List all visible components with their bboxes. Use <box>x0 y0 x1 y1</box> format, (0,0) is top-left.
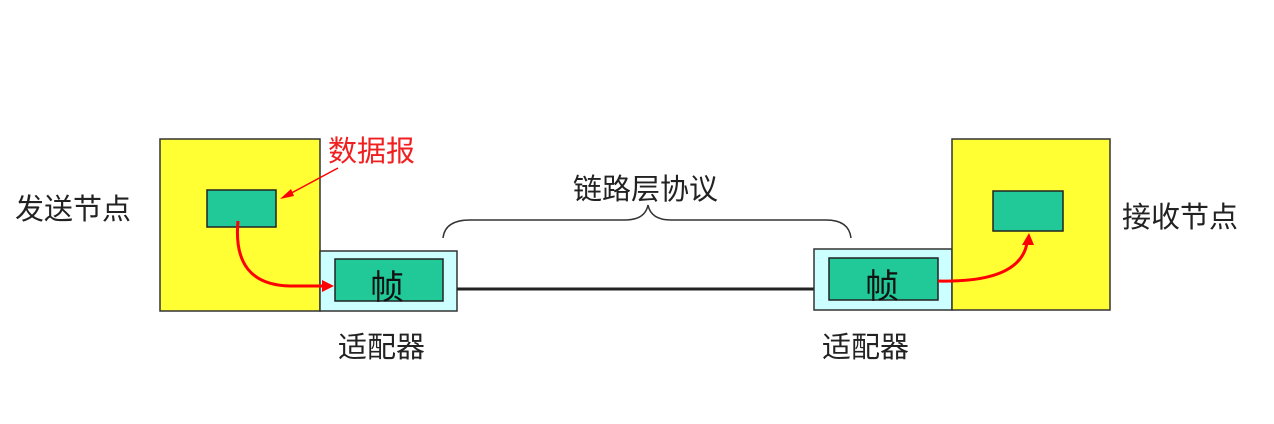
receiver-label: 接收节点 <box>1122 200 1239 234</box>
right-adapter-label: 适配器 <box>822 330 910 364</box>
receiver-datagram-box <box>992 190 1064 232</box>
datagram-label: 数据报 <box>328 134 416 168</box>
datagram-pointer-arrow <box>283 167 339 198</box>
receive-arrowhead <box>1022 233 1034 245</box>
datagram-pointer-arrowhead <box>280 189 294 199</box>
right-frame-label: 帧 <box>865 267 899 307</box>
left-adapter-label: 适配器 <box>338 330 426 364</box>
send-arrow <box>235 220 325 288</box>
left-frame-label: 帧 <box>370 268 404 308</box>
sender-label: 发送节点 <box>15 192 132 226</box>
receive-arrow <box>937 242 1029 283</box>
left-frame-box <box>334 258 444 302</box>
sender-datagram-box <box>206 189 277 228</box>
protocol-brace <box>442 204 852 239</box>
right-frame-box <box>828 257 939 301</box>
protocol-label: 链路层协议 <box>573 172 719 206</box>
send-arrowhead <box>322 280 334 292</box>
